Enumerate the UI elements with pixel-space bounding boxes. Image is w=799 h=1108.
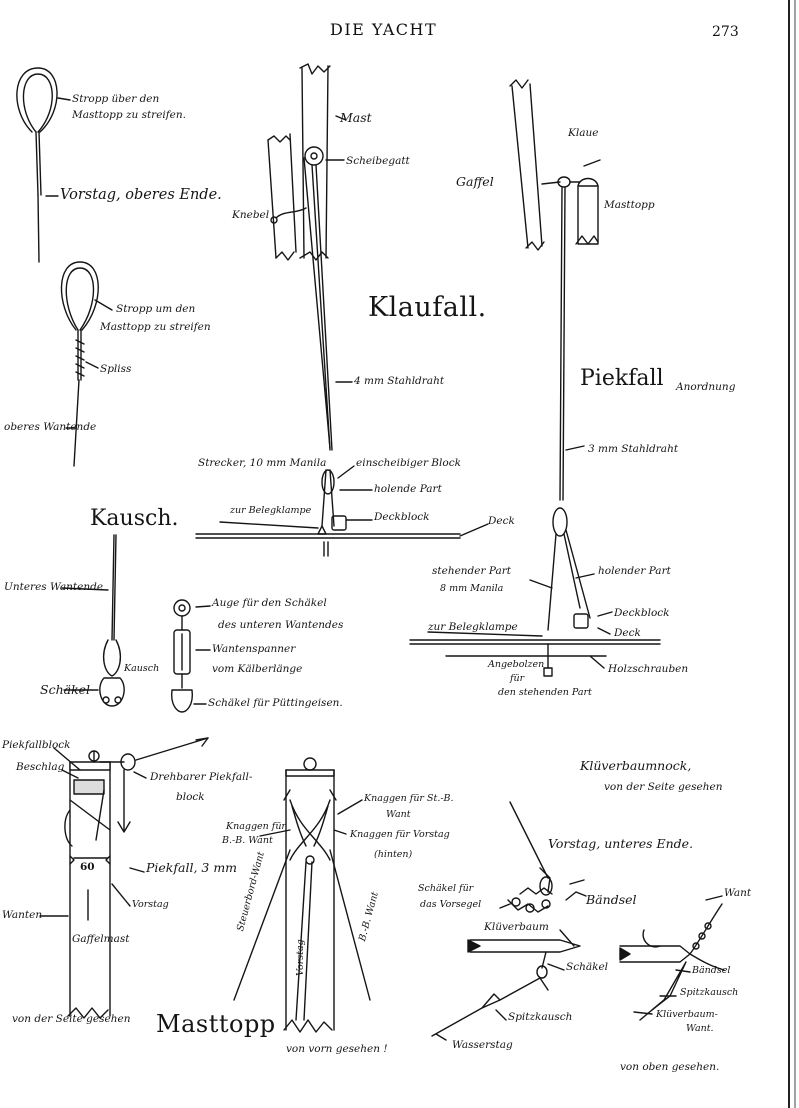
masttopp-front-sketch — [234, 758, 370, 1032]
label-knaggen-vorstag: Knaggen für Vorstag — [350, 829, 450, 840]
label-mast: Mast — [340, 110, 372, 125]
label-beschlag: Beschlag — [16, 761, 65, 773]
label-stropp1: Stropp über den — [72, 93, 160, 105]
label-oberes-wantende: oberes Wantende — [4, 421, 97, 433]
label-strecker: Strecker, 10 mm Manila — [198, 457, 327, 469]
masttopp-title: Masttopp — [156, 1010, 276, 1038]
label-schaekel: Schäkel — [40, 682, 91, 697]
label-deck-2: Deck — [614, 627, 641, 639]
label-stropp2: Stropp um den — [116, 303, 196, 315]
kluever-side-sketch — [432, 802, 586, 1040]
label-stehender-part2: 8 mm Manila — [440, 583, 504, 594]
label-stropp2b: Masttopp zu streifen — [100, 321, 211, 333]
label-klueverbaum-want-2: Want. — [686, 1023, 714, 1034]
label-piekfall-small: Piekfall, 3 mm — [146, 860, 238, 875]
label-knebel: Knebel — [232, 209, 270, 221]
label-zur-belegklampe-2: zur Belegklampe — [428, 621, 518, 633]
label-bandsel-2: Bändsel — [692, 965, 731, 976]
piekfall-sketch — [410, 80, 660, 676]
kausch-title: Kausch. — [90, 506, 179, 531]
label-wantenspanner: Wantenspanner — [212, 643, 296, 655]
label-auge2: des unteren Wantendes — [218, 619, 344, 631]
label-want-right: Want — [724, 887, 752, 899]
label-stehender-part: stehender Part — [432, 565, 511, 577]
label-vorstag-small: Vorstag — [132, 899, 169, 910]
label-unteres-wantende: Unteres Wantende — [4, 581, 104, 593]
kluever-top-sketch — [620, 896, 724, 1020]
label-stahldraht-3: 3 mm Stahldraht — [588, 443, 679, 455]
label-holender-part: holender Part — [598, 565, 671, 577]
label-holende-part: holende Part — [374, 483, 442, 495]
label-vorstag-vertical: Vorstag — [295, 939, 306, 976]
piekfall-title: Piekfall — [580, 366, 664, 391]
label-das-vorsegel: das Vorsegel — [420, 899, 482, 910]
label-kluever-1: Klüverbaumnock, — [580, 758, 692, 773]
label-wantenspanner2: vom Kälberlänge — [212, 663, 303, 675]
label-gaffel: Gaffel — [456, 174, 494, 189]
klaufall-title: Klaufall. — [368, 292, 487, 323]
label-gaffelmast: Gaffelmast — [72, 933, 130, 945]
label-auge: Auge für den Schäkel — [212, 597, 327, 609]
label-knaggen-bb: Knaggen für — [226, 821, 286, 832]
masttopp-side-sketch — [40, 738, 208, 1018]
label-schaekel-puetting: Schäkel für Püttingeisen. — [208, 697, 343, 709]
label-drehbarer: Drehbarer Piekfall- — [150, 771, 253, 783]
label-klueverbaum: Klüverbaum — [484, 921, 549, 933]
label-von-vorn: von vorn gesehen ! — [286, 1043, 388, 1055]
stropp-upper-sketch — [17, 68, 70, 262]
kausch-sketch — [62, 535, 124, 706]
label-drehbarer-2: block — [176, 791, 205, 803]
label-klueverbaum-want: Klüverbaum- — [656, 1009, 718, 1020]
turnbuckle-sketch — [172, 600, 210, 712]
label-wasserstag: Wasserstag — [452, 1039, 513, 1051]
label-bandsel: Bändsel — [586, 892, 637, 907]
label-angebolzen-3: den stehenden Part — [498, 687, 592, 698]
label-scheibengatt: Scheibegatt — [346, 155, 410, 167]
klaufall-sketch — [196, 64, 488, 556]
label-schaekel-center: Schäkel — [566, 961, 609, 973]
stropp-lower-sketch — [61, 262, 112, 466]
label-wanten: Wanten — [2, 909, 43, 921]
label-spliss: Spliss — [100, 363, 132, 375]
label-vorstag-unteres: Vorstag, unteres Ende. — [548, 836, 694, 851]
label-masttopp-right: Masttopp — [604, 199, 655, 211]
label-knaggen-stb-2: Want — [386, 809, 411, 820]
label-deckblock: Deckblock — [374, 511, 430, 523]
label-dim-60: 60 — [80, 861, 95, 873]
label-kausch: Kausch — [124, 663, 160, 674]
label-knaggen-vorstag-2: (hinten) — [374, 849, 413, 860]
label-angebolzen-2: für — [510, 673, 525, 684]
label-stropp1b: Masttopp zu streifen. — [72, 109, 186, 121]
label-klaue: Klaue — [568, 127, 599, 139]
label-kluever-2: von der Seite gesehen — [604, 781, 723, 793]
label-stahldraht-4: 4 mm Stahldraht — [354, 375, 445, 387]
label-vorstag-ende: Vorstag, oberes Ende. — [60, 187, 222, 203]
label-holzschrauben: Holzschrauben — [608, 663, 689, 675]
label-knaggen-stb: Knaggen für St.-B. — [364, 793, 454, 804]
page-number: 273 — [712, 24, 739, 40]
label-schaekel-fuer: Schäkel für — [418, 883, 474, 894]
label-deck: Deck — [488, 515, 515, 527]
label-zur-belegklampe: zur Belegklampe — [230, 505, 312, 516]
label-knaggen-bb-2: B.-B. Want — [222, 835, 273, 846]
label-von-oben: von oben gesehen. — [620, 1061, 720, 1073]
label-spitzkausch: Spitzkausch — [508, 1011, 573, 1023]
label-deckblock-2: Deckblock — [614, 607, 670, 619]
label-spitzkausch-2: Spitzkausch — [680, 987, 739, 998]
label-angebolzen: Angebolzen — [488, 659, 545, 670]
label-block-einscheibig: einscheibiger Block — [356, 457, 461, 469]
label-anordnung: Anordnung — [676, 381, 736, 393]
label-seite-links: von der Seite gesehen — [12, 1013, 131, 1025]
label-piekfallblock: Piekfallblock — [2, 739, 71, 751]
running-header-title: DIE YACHT — [330, 20, 438, 39]
